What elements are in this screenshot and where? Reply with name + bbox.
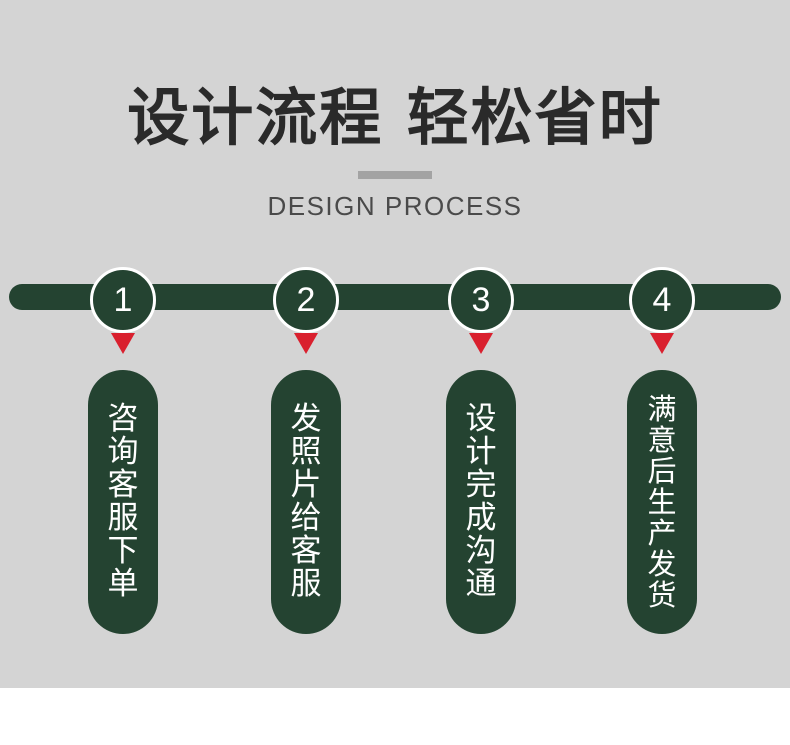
step-1-arrow-down-icon xyxy=(111,333,135,354)
step-3-number-badge: 3 xyxy=(448,267,514,333)
step-4-number-badge: 4 xyxy=(629,267,695,333)
step-4-arrow-down-icon xyxy=(650,333,674,354)
step-1-card: 咨询客服下单 xyxy=(88,370,158,634)
page-subtitle: DESIGN PROCESS xyxy=(267,191,523,221)
step-2-arrow-down-icon xyxy=(294,333,318,354)
step-4-label: 满意后生产发货 xyxy=(647,391,677,612)
page-title: 设计流程 轻松省时 xyxy=(127,81,663,154)
process-panel: 设计流程 轻松省时 DESIGN PROCESS 1 咨询客服下单 2 发照片给… xyxy=(0,0,790,688)
step-2-number-badge: 2 xyxy=(273,267,339,333)
step-1-number-badge: 1 xyxy=(90,267,156,333)
step-2-label: 发照片给客服 xyxy=(290,401,322,602)
step-1-label: 咨询客服下单 xyxy=(107,401,139,602)
title-divider xyxy=(358,171,432,179)
step-3-card: 设计完成沟通 xyxy=(446,370,516,634)
step-2-card: 发照片给客服 xyxy=(271,370,341,634)
step-3-label: 设计完成沟通 xyxy=(465,401,497,602)
step-3-arrow-down-icon xyxy=(469,333,493,354)
step-4-card: 满意后生产发货 xyxy=(627,370,697,634)
